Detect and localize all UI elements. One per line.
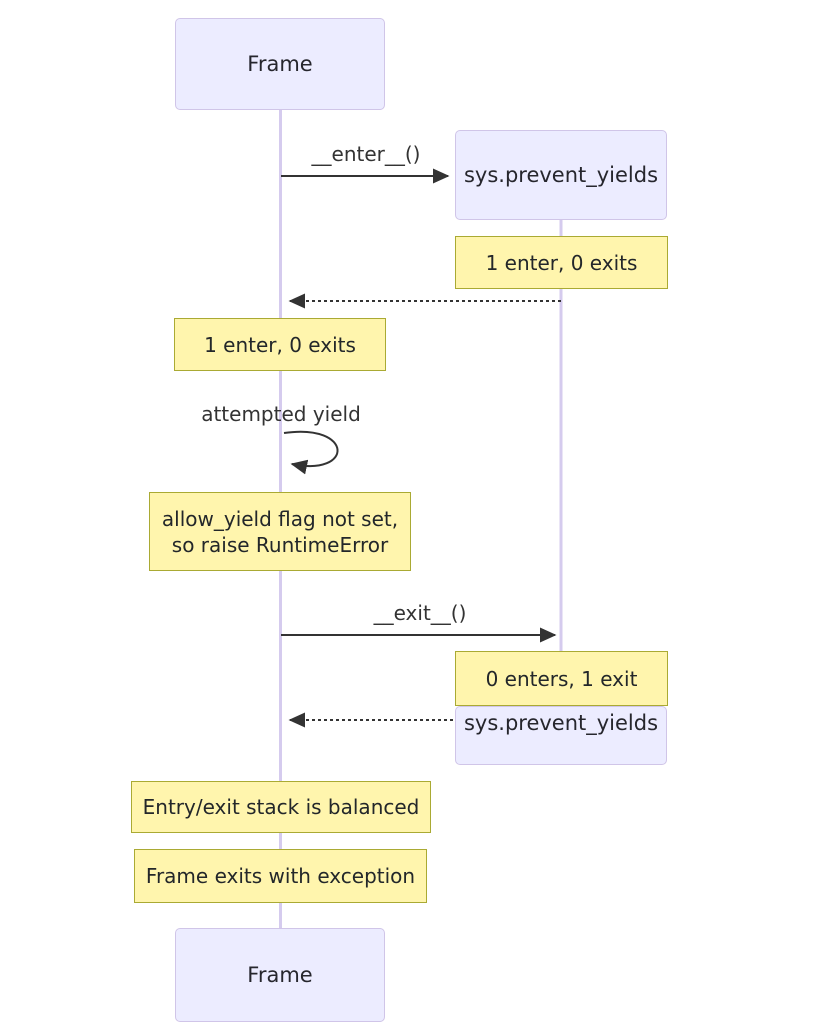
actor-label: sys.prevent_yields: [463, 711, 659, 735]
note-text: Entry/exit stack is balanced: [142, 795, 420, 819]
note-text: 0 enters, 1 exit: [485, 666, 638, 691]
actor-box-frame-bottom: Frame: [175, 928, 385, 1022]
self-loop-arrow: [283, 430, 339, 475]
actor-label: sys.prevent_yields: [463, 163, 659, 187]
actor-box-sys-prevent-yields-bottom: sys.prevent_yields: [455, 706, 667, 765]
actor-label: Frame: [247, 52, 313, 76]
self-loop-label: attempted yield: [201, 402, 361, 426]
note-enter-count-right: 1 enter, 0 exits: [455, 236, 668, 289]
actor-box-frame-top: Frame: [175, 18, 385, 110]
note-text-line2: so raise RuntimeError: [171, 532, 389, 557]
enter-message-label: __enter__(): [311, 142, 421, 166]
actor-box-sys-prevent-yields-top: sys.prevent_yields: [455, 130, 667, 220]
note-text-line1: allow_yield flag not set,: [161, 506, 399, 531]
exit-message-label: __exit__(): [373, 601, 467, 625]
note-text: 1 enter, 0 exits: [485, 250, 638, 275]
note-exit-count-right: 0 enters, 1 exit: [455, 651, 668, 706]
actor-label: Frame: [247, 963, 313, 987]
note-text: 1 enter, 0 exits: [204, 332, 356, 357]
note-text: Frame exits with exception: [145, 864, 416, 888]
note-stack-balanced: Entry/exit stack is balanced: [131, 781, 431, 833]
note-frame-exits-exception: Frame exits with exception: [134, 849, 427, 903]
note-enter-count-left: 1 enter, 0 exits: [174, 318, 386, 371]
note-allow-yield-runtime-error: allow_yield flag not set, so raise Runti…: [149, 492, 411, 571]
